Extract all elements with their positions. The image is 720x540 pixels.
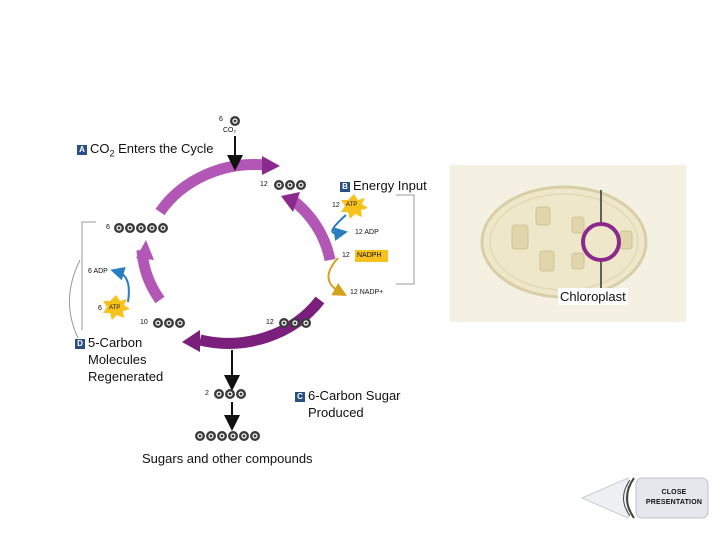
nadp-label: 12 NADP+ — [350, 289, 384, 296]
step-d-line2: Molecules — [88, 352, 147, 367]
atp-count-left: 6 — [98, 305, 102, 312]
step-d-tag: D — [75, 339, 85, 349]
step-b-text: Energy Input — [353, 178, 427, 193]
carbon-letter-marks — [116, 118, 309, 439]
adp-label-right: 12 ADP — [355, 229, 379, 236]
step-a-text-pre: CO — [90, 141, 110, 156]
nadph-count: 12 — [342, 252, 350, 259]
step-a-text-post: Enters the Cycle — [114, 141, 214, 156]
close-button-graphic — [580, 477, 709, 519]
cycle-arrowhead-left — [136, 240, 154, 260]
molecule-bottom-right — [279, 318, 311, 328]
close-button-line2: PRESENTATION — [645, 499, 703, 506]
adp-label-left: 6 ADP — [88, 268, 108, 275]
co2-count: 6 — [219, 116, 223, 123]
chloroplast-mini-cycle — [581, 222, 621, 262]
left-atp-to-adp-arrow — [110, 266, 130, 303]
molecule-sugars — [195, 431, 260, 441]
atp-count-right: 12 — [332, 202, 340, 209]
molecule-count-top-right: 12 — [260, 181, 268, 188]
step-c-tag: C — [295, 392, 305, 402]
molecule-left-six — [114, 223, 168, 233]
step-b-tag: B — [340, 182, 350, 192]
cycle-ring — [136, 159, 336, 349]
step-a-text-sub: 2 — [109, 148, 115, 159]
molecule-count-bottom-left: 10 — [140, 319, 148, 326]
nadph-to-nadp-arrow — [327, 257, 348, 296]
nadph-box — [355, 250, 388, 262]
regen-bracket — [81, 221, 96, 330]
molecule-count-output: 2 — [205, 390, 209, 397]
molecule-bottom-left — [153, 318, 185, 328]
atp-label-right: ATP — [346, 202, 358, 208]
close-button-line1: CLOSE — [661, 489, 687, 496]
step-d-line1: 5-Carbon — [88, 335, 143, 350]
atp-label-left: ATP — [109, 305, 121, 311]
atp-burst-left — [103, 295, 130, 320]
molecule-count-left: 6 — [106, 224, 110, 231]
molecule-count-bottom-right: 12 — [266, 319, 274, 326]
close-button-label[interactable]: CLOSE PRESENTATION — [638, 488, 710, 508]
energy-bracket — [396, 194, 415, 285]
molecule-top-right — [274, 180, 306, 190]
co2-molecule — [230, 116, 240, 126]
sugars-label: Sugars and other compounds — [142, 451, 313, 466]
step-c-line2: Produced — [308, 405, 364, 420]
chloroplast-illustration — [480, 185, 648, 299]
atp-to-adp-arrow — [331, 214, 348, 241]
step-a-tag: A — [77, 145, 87, 155]
regen-curve — [69, 259, 81, 339]
step-d-line3: Regenerated — [88, 369, 164, 384]
co2-formula: CO₂ — [223, 127, 237, 134]
nadph-label: NADPH — [357, 252, 382, 259]
close-presentation-button[interactable] — [580, 474, 710, 522]
atp-burst-right — [341, 194, 368, 219]
cycle-arrowhead-top — [262, 156, 280, 175]
chloroplast-label: Chloroplast — [558, 288, 628, 305]
cycle-arrowhead-right — [281, 192, 300, 212]
step-c-line1: 6-Carbon Sugar — [308, 388, 401, 403]
molecule-output — [214, 389, 246, 399]
cycle-arrowhead-bottom — [182, 330, 200, 352]
